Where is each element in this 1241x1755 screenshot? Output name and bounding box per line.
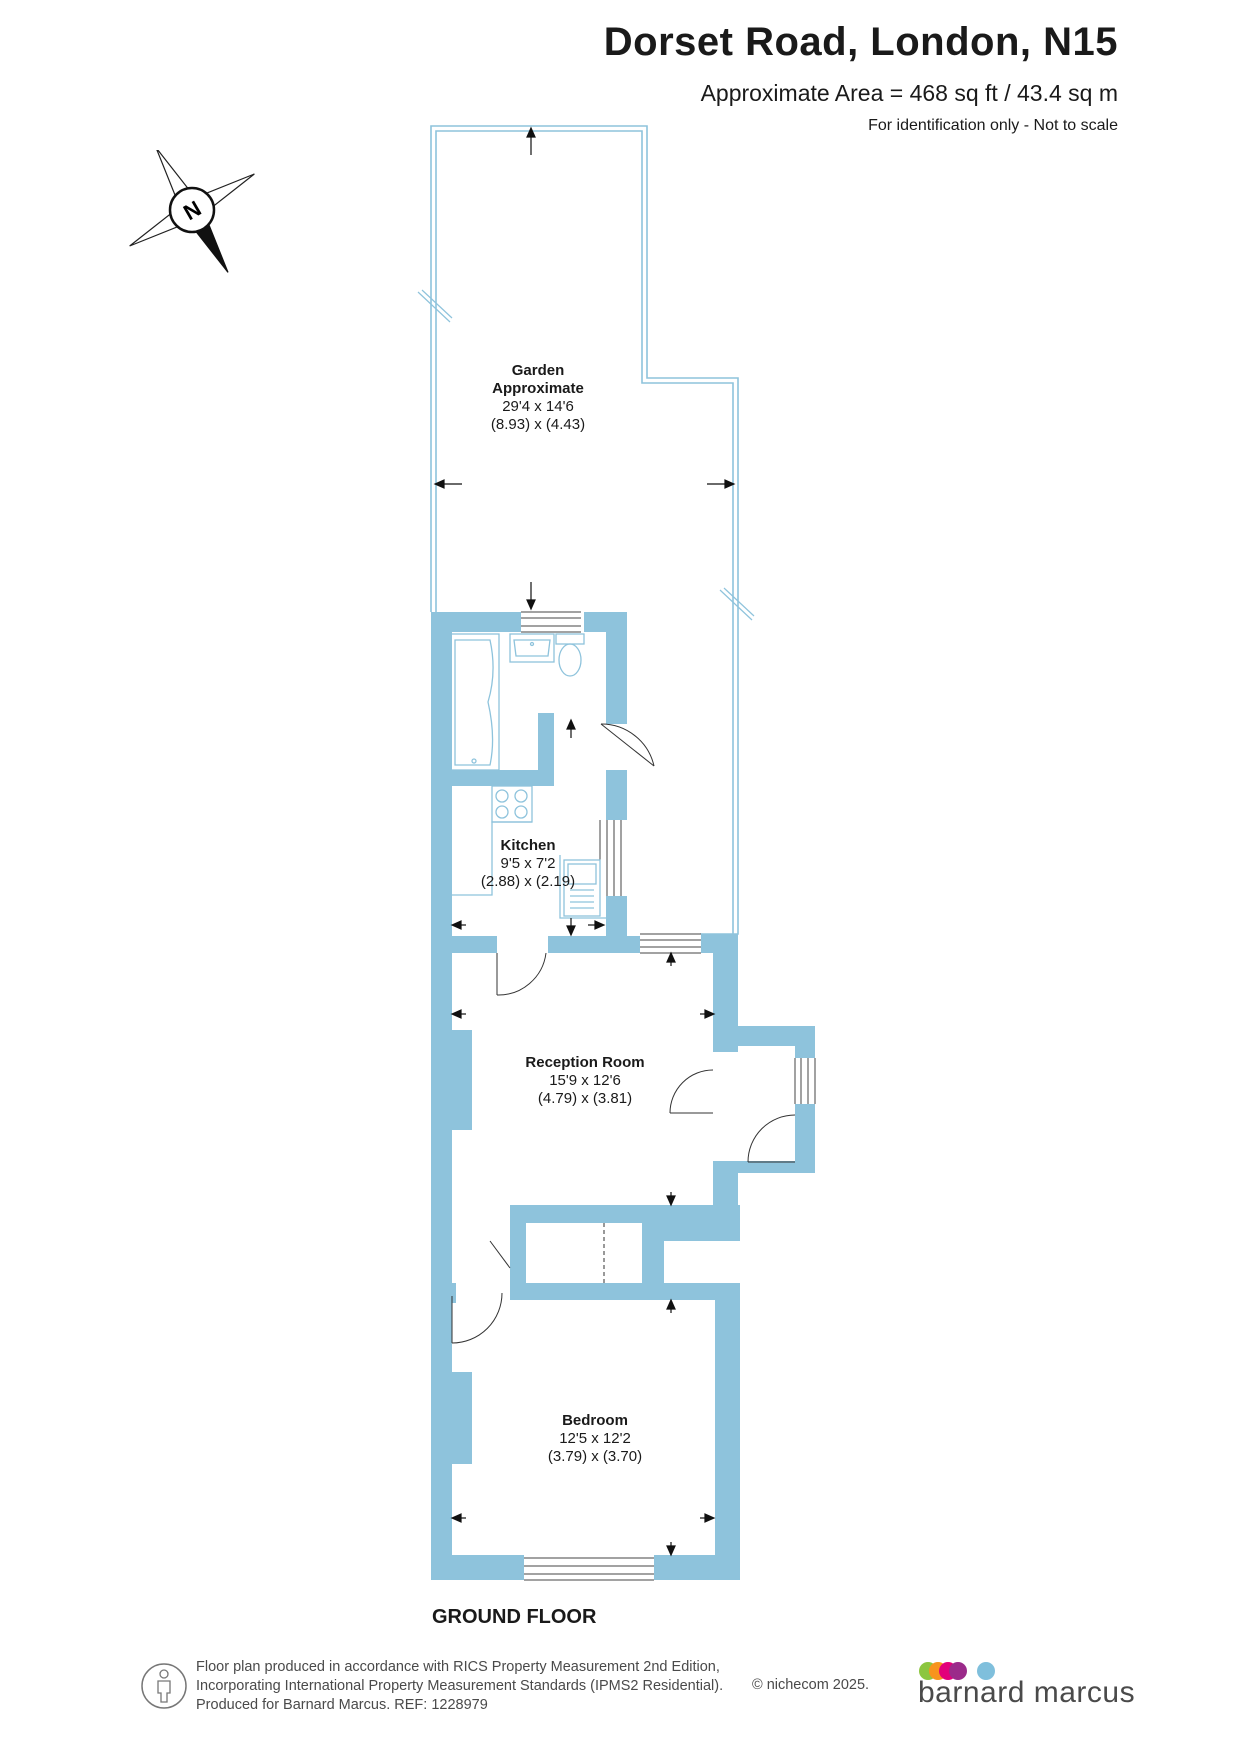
bedroom-imperial: 12'5 x 12'2	[559, 1430, 631, 1447]
brand-logo-dots	[919, 1662, 995, 1680]
garden-qualifier: Approximate	[492, 380, 584, 397]
person-icon	[141, 1663, 187, 1709]
page-title: Dorset Road, London, N15	[603, 20, 1118, 64]
room-label-bedroom: Bedroom 12'5 x 12'2 (3.79) x (3.70)	[530, 1412, 660, 1466]
floor-label: GROUND FLOOR	[432, 1606, 597, 1628]
room-label-garden: Garden Approximate 29'4 x 14'6 (8.93) x …	[478, 362, 598, 434]
compass-icon: N	[129, 150, 255, 273]
kitchen-metric: (2.88) x (2.19)	[480, 873, 576, 890]
reception-name: Reception Room	[525, 1054, 645, 1071]
reception-imperial: 15'9 x 12'6	[549, 1072, 621, 1089]
room-label-reception: Reception Room 15'9 x 12'6 (4.79) x (3.8…	[510, 1054, 660, 1108]
kitchen-imperial: 9'5 x 7'2	[500, 855, 556, 872]
room-label-kitchen: Kitchen 9'5 x 7'2 (2.88) x (2.19)	[468, 837, 588, 891]
bedroom-name: Bedroom	[562, 1412, 628, 1429]
brand-logo: barnard marcus	[918, 1676, 1136, 1709]
garden-break-marks	[417, 289, 755, 621]
garden-metric: (8.93) x (4.43)	[490, 416, 586, 433]
footer-line-1: Floor plan produced in accordance with R…	[196, 1659, 720, 1675]
garden-name: Garden	[511, 362, 565, 379]
garden-boundary	[430, 125, 739, 935]
garden-imperial: 29'4 x 14'6	[502, 398, 574, 415]
dimension-arrows	[433, 126, 736, 1557]
kitchen-name: Kitchen	[500, 837, 556, 854]
scale-note: For identification only - Not to scale	[868, 117, 1118, 134]
copyright: © nichecom 2025.	[752, 1677, 870, 1693]
doors	[451, 723, 796, 1344]
bedroom-metric: (3.79) x (3.70)	[547, 1448, 643, 1465]
footer-disclaimer: Floor plan produced in accordance with R…	[196, 1658, 723, 1715]
fixtures	[450, 633, 606, 919]
reception-metric: (4.79) x (3.81)	[537, 1090, 633, 1107]
footer-line-2: Incorporating International Property Mea…	[196, 1678, 724, 1694]
approximate-area: Approximate Area = 468 sq ft / 43.4 sq m	[700, 80, 1118, 106]
windows	[521, 611, 816, 1581]
footer-line-3: Produced for Barnard Marcus. REF: 122897…	[196, 1697, 488, 1713]
